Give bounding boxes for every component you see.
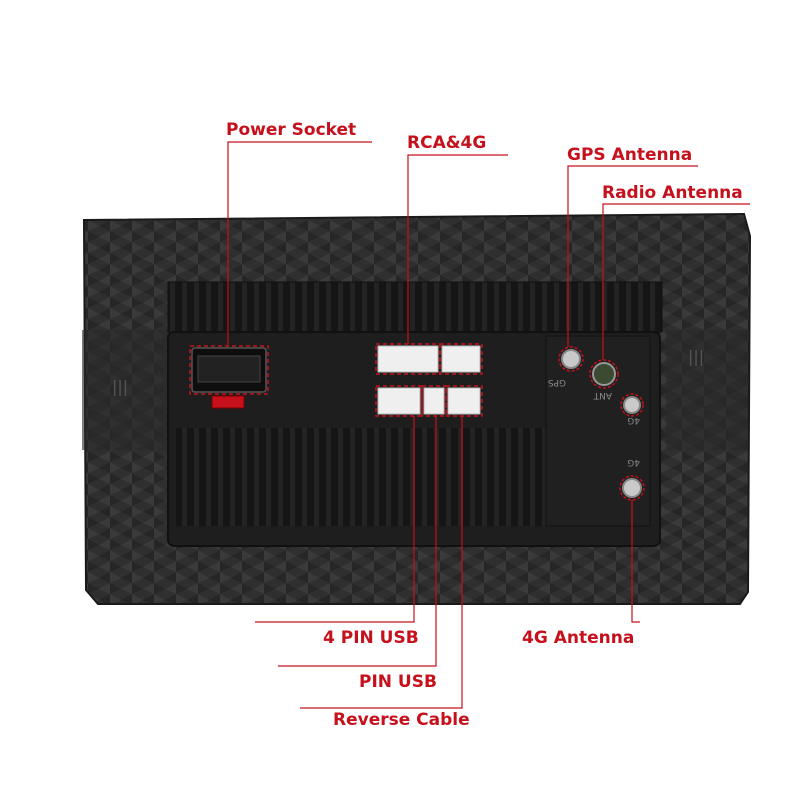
lower-vent [176,428,616,526]
power-socket-pins [197,355,261,383]
right-tab-mark: ||| [688,347,704,366]
label-rca-4g: RCA&4G [407,133,487,153]
label-pin-usb: PIN USB [359,672,437,692]
reverse-connector [447,387,481,415]
power-socket-highlight [189,345,269,395]
gps-antenna-port [561,349,581,369]
label-radio-antenna: Radio Antenna [602,183,743,203]
reverse-highlight [445,385,483,417]
four-pin-usb-leader [255,416,415,623]
pin-usb-leader [278,416,437,667]
lower-4g-highlight [619,475,645,501]
4g-antenna-leader [631,500,640,623]
radio-antenna-port [592,362,616,386]
upper-4g-highlight [620,393,644,417]
label-reverse-cable: Reverse Cable [333,710,470,730]
usb-highlight-2 [421,385,447,417]
gps-leader [567,165,698,347]
label-4-pin-usb: 4 PIN USB [323,628,419,648]
usb-connector-1 [377,387,421,415]
power-fuse [211,395,245,409]
label-power-socket: Power Socket [226,120,357,140]
radio-leader [602,203,750,360]
housing-right-tab [666,330,748,450]
usb-highlight-1 [375,385,423,417]
reverse-leader [300,416,463,709]
embossed-ant: ANT [593,390,612,400]
lower-4g-port [622,478,642,498]
top-vent [167,281,663,333]
rca-highlight-2 [439,343,483,375]
rca-connector-2 [441,345,481,373]
label-gps-antenna: GPS Antenna [567,145,693,165]
usb-connector-2 [423,387,445,415]
embossed-4g-lower: 4G [627,457,640,467]
embossed-4g-upper: 4G [627,415,640,425]
rca-connector-1 [377,345,439,373]
gps-highlight [558,346,584,372]
upper-4g-port [623,396,641,414]
embossed-gps: GPS [548,377,566,387]
radio-highlight [589,359,619,389]
housing-left-tab [82,330,168,450]
label-4g-antenna: 4G Antenna [522,628,635,648]
power-socket-leader [227,141,372,346]
rca-leader [407,154,508,344]
left-tab-mark: ||| [112,377,128,396]
